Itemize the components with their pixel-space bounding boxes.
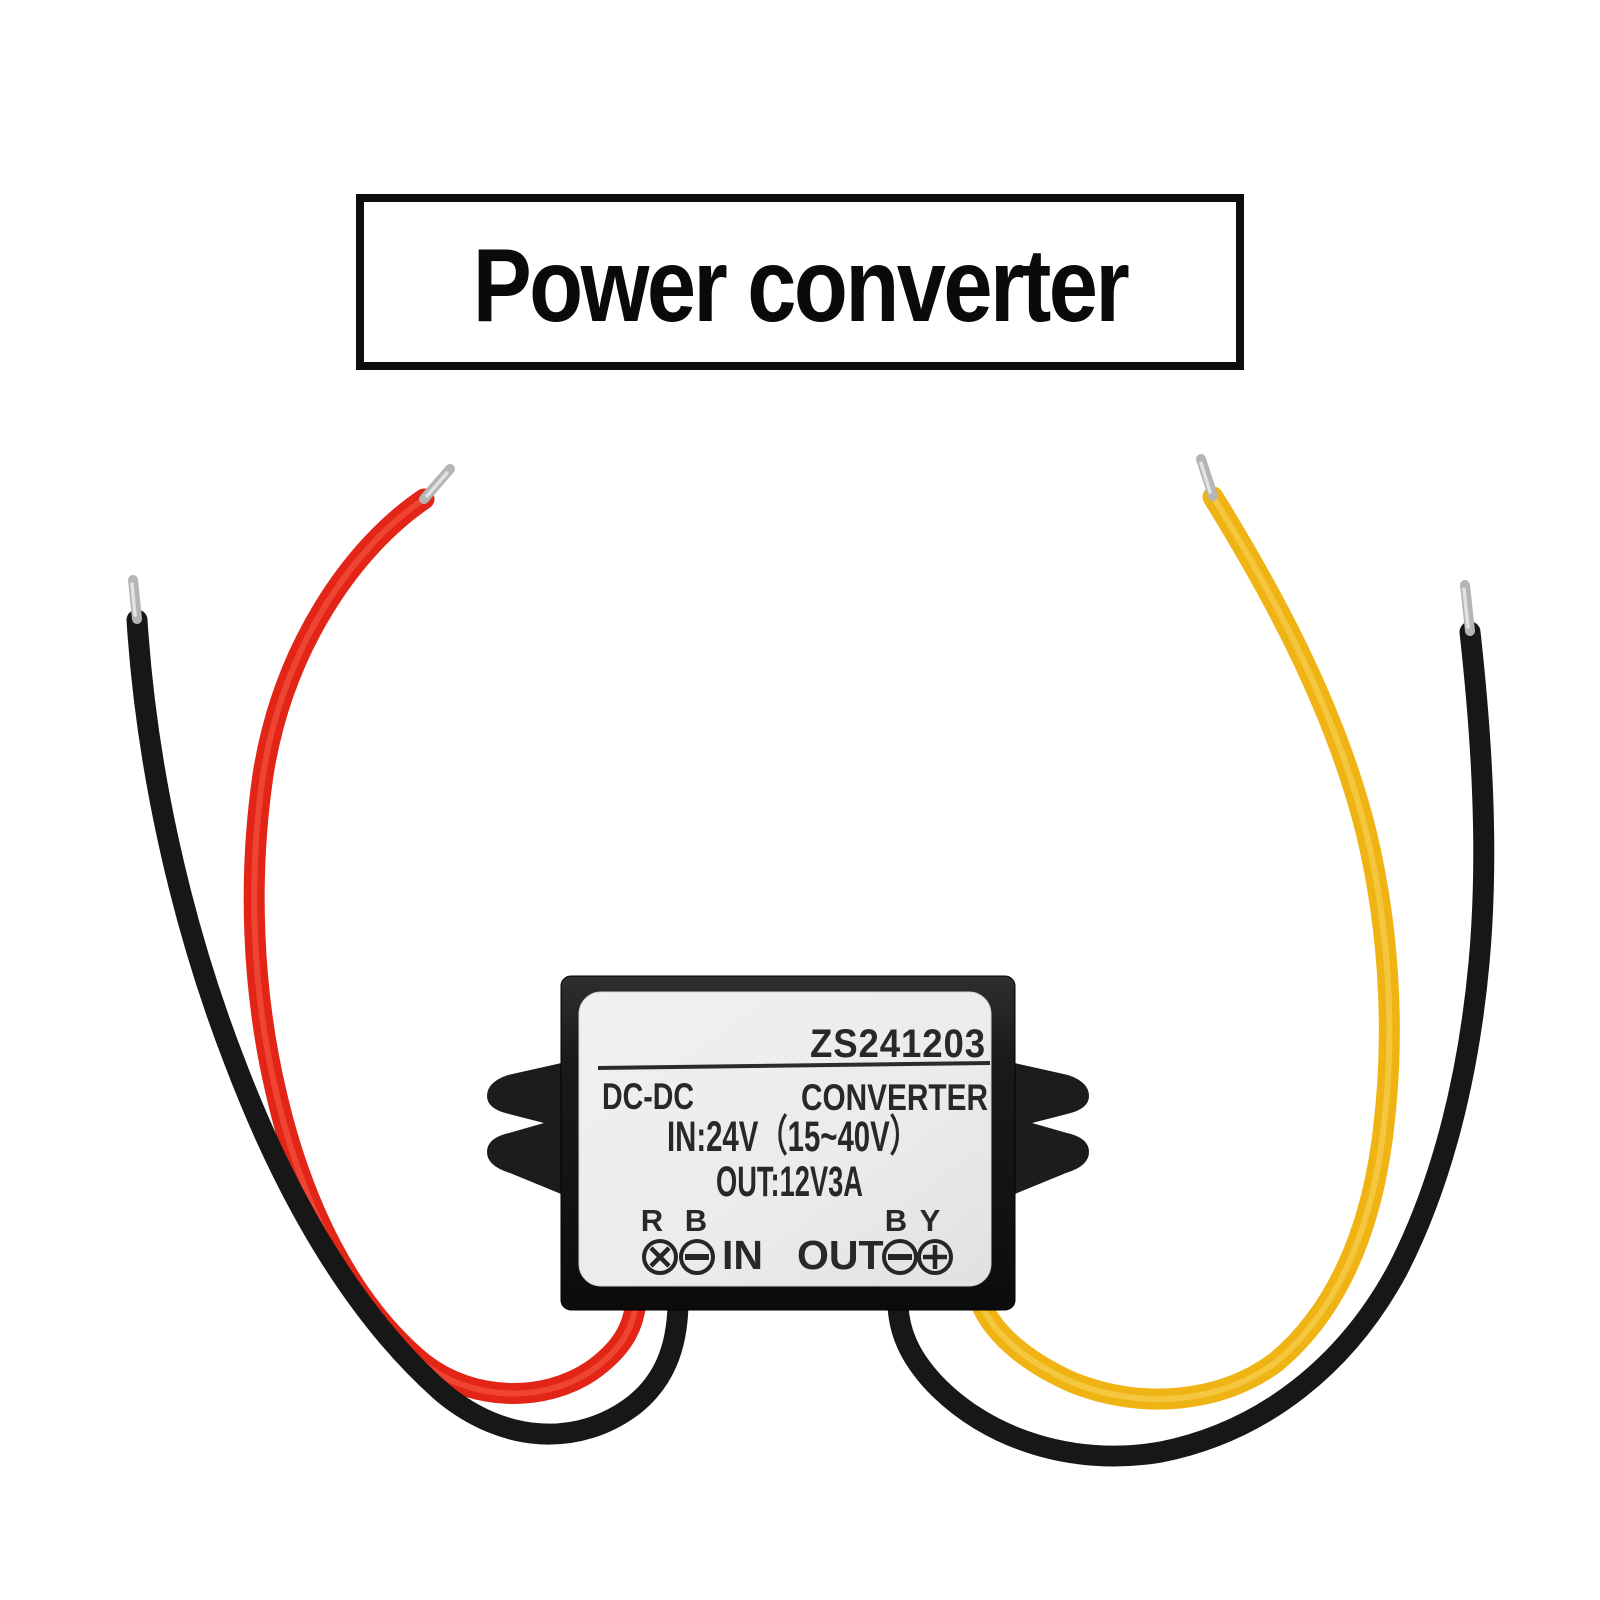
wire-tip-black-left [128,575,142,624]
out-port-label: OUT [797,1232,884,1278]
wire-red-left-sheen [251,496,639,1397]
mount-tab-right [1010,1062,1089,1196]
category-label: CONVERTER [801,1077,988,1118]
wire-yellow-right [968,486,1400,1410]
title-banner: Power converter [356,194,1244,370]
wire-black-right [887,621,1495,1467]
input-spec: IN:24V（15~40V） [667,1113,919,1161]
out-wire-letter-yellow: Y [920,1203,941,1238]
model-number: ZS241203 [810,1022,986,1066]
wire-tip-yellow [1196,454,1218,501]
slotted-screw-icon-in [679,1239,715,1275]
wire-black-left [126,609,689,1445]
in-wire-letter-red: R [641,1203,663,1238]
wire-yellow-right-sheen [976,494,1393,1403]
output-spec: OUT:12V3A [716,1158,863,1206]
phillips-screw-icon-out [917,1239,953,1275]
wire-tip-black-right [1460,580,1475,636]
wires-group [126,454,1495,1467]
in-wire-letter-black: B [685,1203,707,1238]
wire-tip-red [419,464,455,504]
in-port-label: IN [722,1232,763,1278]
family-label: DC-DC [602,1076,694,1117]
phillips-screw-icon-in [642,1239,678,1275]
slotted-screw-icon-out [882,1239,918,1275]
wire-red-left [243,488,647,1404]
converter-device: ZS241203 DC-DC CONVERTER IN:24V（15~40V） … [487,975,1089,1311]
label-divider-line [597,1061,991,1070]
out-wire-letter-black: B [885,1203,907,1238]
title-banner-text: Power converter [472,227,1130,344]
mount-tab-left [487,1062,566,1196]
